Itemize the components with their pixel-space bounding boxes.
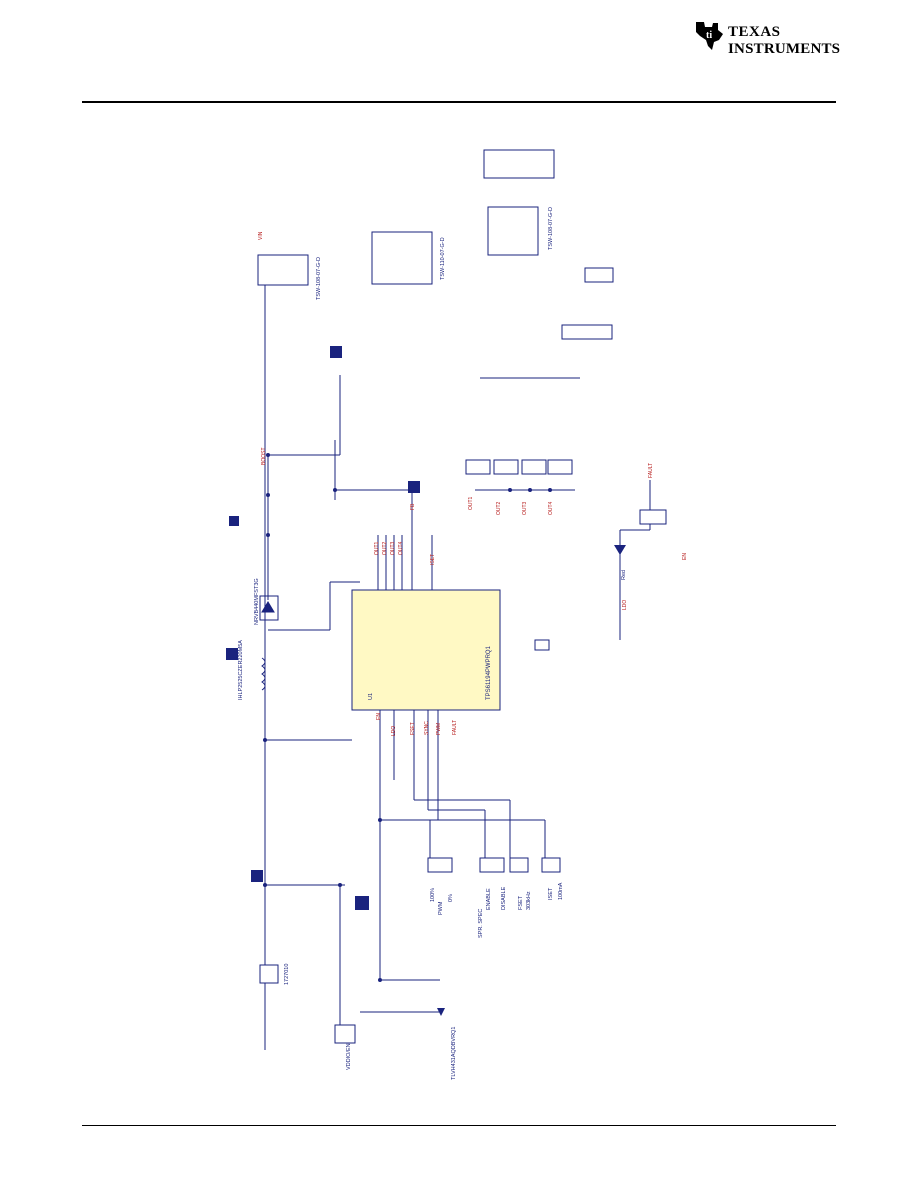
jumper-j14	[547, 459, 573, 475]
jumper-j23	[584, 267, 614, 283]
diode-part: NRVB440MFST3G	[254, 578, 260, 625]
svg-text:EN: EN	[376, 713, 382, 720]
svg-text:ISET: ISET	[430, 554, 436, 565]
jumper-j2-label: PWM	[438, 901, 444, 915]
connector-j25	[259, 964, 279, 984]
ic-part: TPS61194PWPRQ1	[486, 645, 492, 700]
jumper-j4-opt1: 303kHz	[526, 891, 532, 910]
jumper-j13	[521, 459, 547, 475]
header-rule	[82, 101, 836, 103]
jumper-j2	[427, 857, 453, 873]
svg-text:LDO: LDO	[622, 600, 628, 610]
testpoint-j19-boost	[330, 346, 342, 358]
texas-state-icon: ti	[696, 22, 723, 50]
jumper-j3-opt2: DISABLE	[501, 886, 507, 910]
jumper-j4-label: FSET	[518, 895, 524, 910]
testpoint-j10	[226, 648, 238, 660]
svg-text:OUT3: OUT3	[390, 541, 396, 555]
jumper-j5	[541, 857, 561, 873]
svg-text:OUT4: OUT4	[398, 541, 404, 555]
jumper-j2-opt1: 100%	[430, 888, 436, 902]
regulator-u2	[437, 1008, 445, 1016]
svg-text:FAULT: FAULT	[648, 463, 654, 478]
svg-text:OUT2: OUT2	[382, 541, 388, 555]
jumper-j12	[493, 459, 519, 475]
svg-text:LDO: LDO	[391, 726, 397, 736]
svg-text:OUT3: OUT3	[522, 501, 528, 515]
inductor-l1	[261, 657, 266, 691]
ic-ref-u1: U1	[368, 693, 374, 700]
testpoint-j26	[355, 896, 369, 910]
brand-line1: TEXAS	[728, 24, 781, 40]
svg-text:OUT1: OUT1	[468, 496, 474, 510]
jumper-j11	[465, 459, 491, 475]
j17-part: TSW-108-07-G-D	[548, 207, 554, 250]
diode-d1	[261, 601, 275, 613]
svg-text:OUT2: OUT2	[496, 501, 502, 515]
ti-logo: ti TEXAS INSTRUMENTS	[690, 14, 840, 58]
svg-text:ti: ti	[706, 30, 712, 41]
jumper-j19	[639, 509, 667, 525]
led-label: Red	[621, 570, 627, 580]
jumper-j1-label: VDDIO/EN	[346, 1043, 352, 1070]
jumper-j5-opt1: 100mA	[558, 882, 564, 900]
svg-text:FSET: FSET	[410, 722, 416, 735]
jumper-j3	[479, 857, 505, 873]
jumper-j4	[509, 857, 529, 873]
testpoint-j29	[251, 870, 263, 882]
jumper-j2-opt2: 0%	[448, 894, 454, 902]
led-d2	[614, 545, 626, 555]
jumper-j3-opt1: ENABLE	[486, 888, 492, 910]
svg-text:SYNC: SYNC	[424, 721, 430, 735]
inductor-part: IHLP2525CZER220M5A	[238, 640, 244, 700]
header-j17	[487, 206, 539, 256]
svg-text:PWM: PWM	[436, 723, 442, 735]
jumper-j5-label: ISET	[548, 887, 554, 900]
jumper-j20	[561, 324, 613, 340]
header-j15	[257, 254, 309, 286]
thermistor-nt1	[534, 639, 550, 651]
j16-part: TSW-110-07-G-D	[440, 237, 446, 280]
svg-text:EN: EN	[682, 553, 688, 560]
regulator-part: TLVH431AQDBVRQ1	[451, 1027, 457, 1080]
svg-text:OUT1: OUT1	[374, 541, 380, 555]
header-j18	[483, 149, 555, 179]
header-j16	[371, 231, 433, 285]
testpoint-j6	[229, 516, 239, 526]
svg-text:BOOST: BOOST	[261, 447, 267, 465]
jumper-j3-label: SPR. SPEC	[478, 909, 484, 938]
footer-rule	[82, 1125, 836, 1126]
svg-text:VIN: VIN	[258, 231, 264, 240]
svg-text:FAULT: FAULT	[452, 720, 458, 735]
ic-body-u1	[351, 589, 501, 711]
j25-part: 1727010	[284, 964, 290, 985]
svg-text:OUT4: OUT4	[548, 501, 554, 515]
jumper-j1	[334, 1024, 356, 1044]
brand-line2: INSTRUMENTS	[728, 41, 841, 57]
j15-part: TSW-108-07-G-D	[316, 257, 322, 300]
testpoint-j27	[408, 481, 420, 493]
svg-text:FB: FB	[410, 503, 416, 510]
